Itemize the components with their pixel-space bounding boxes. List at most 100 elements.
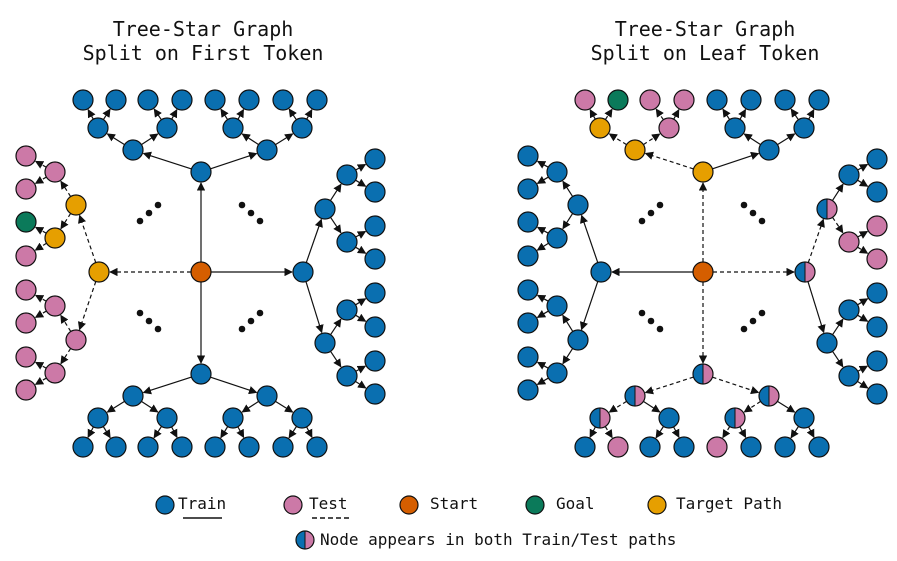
left-leaf-edge <box>536 160 549 169</box>
right-l2-edge <box>832 216 844 234</box>
top-leaf-node <box>72 89 94 111</box>
left-leaf-edge <box>34 175 47 184</box>
bottom-leaf-node <box>774 436 796 458</box>
left-l2-edge <box>60 180 72 197</box>
bottom-leaf-edge <box>102 426 111 439</box>
right-leaf-edge <box>355 245 367 254</box>
top-l2-edge <box>743 133 761 146</box>
top-leaf-node <box>204 89 226 111</box>
right-mid-node <box>816 332 838 354</box>
left-mid-node <box>65 329 87 351</box>
top-leaf-edge <box>722 108 731 120</box>
right-leaf-node <box>866 282 888 304</box>
left-title-line1: Tree-Star Graph <box>113 17 294 41</box>
top-leaf-node <box>740 89 762 111</box>
left-leaf-edge <box>536 175 549 184</box>
right-l2-node <box>838 299 860 321</box>
top-l2-node <box>793 117 815 139</box>
legend-goal-node <box>525 495 545 515</box>
left-leaf-edge <box>34 309 47 318</box>
top-leaf-edge <box>102 108 111 120</box>
right-leaf-edge <box>355 178 367 187</box>
legend-train-node <box>155 495 175 515</box>
left-leaf-node <box>517 346 539 368</box>
left-leaf-node <box>517 211 539 233</box>
bottom-leaf-edge <box>790 426 800 439</box>
bottom-l2-node <box>793 407 815 429</box>
top-l2-edge <box>777 133 796 146</box>
left-leaf-node <box>517 379 539 401</box>
top-leaf-edge <box>87 108 96 120</box>
ellipsis-dots <box>740 309 766 333</box>
top-leaf-edge <box>806 108 815 120</box>
right-leaf-node <box>364 282 386 304</box>
right-leaf-node <box>866 148 888 170</box>
ellipsis-dots <box>740 201 766 225</box>
bottom-mid-node <box>758 385 780 407</box>
right-l2-edge <box>832 318 844 336</box>
top-leaf-edge <box>304 108 313 120</box>
bottom-mid-node <box>256 385 278 407</box>
left-leaf-node <box>15 279 37 301</box>
top-l2-edge <box>643 133 661 146</box>
ellipsis-dots <box>638 201 664 225</box>
bottom-leaf-edge <box>220 426 229 439</box>
right-leaf-node <box>866 248 888 270</box>
right-leaf-node <box>866 350 888 372</box>
legend-both-label: Node appears in both Train/Test paths <box>320 530 676 549</box>
legend-train-label: Train <box>178 494 226 513</box>
top-l2-edge <box>241 133 259 146</box>
ellipsis-dots <box>136 201 162 225</box>
legend-test-node <box>283 495 303 515</box>
right-leaf-node <box>364 248 386 270</box>
ellipsis-dots <box>638 309 664 333</box>
right-l2-node <box>336 231 358 253</box>
top-leaf-node <box>639 89 661 111</box>
right-leaf-edge <box>355 163 367 172</box>
right-leaf-node <box>364 350 386 372</box>
bottom-l2-edge <box>743 400 761 413</box>
left-mid-node <box>567 194 589 216</box>
right-l2-node <box>838 231 860 253</box>
bottom-l2-edge <box>777 400 796 413</box>
legend-target-label: Target Path <box>676 494 782 513</box>
left-leaf-edge <box>536 242 549 251</box>
right-leaf-node <box>364 316 386 338</box>
left-l2-node <box>44 362 66 384</box>
bottom-leaf-edge <box>236 426 245 439</box>
right-l2-edge <box>330 216 342 234</box>
right-mid-node <box>314 332 336 354</box>
right-graph <box>517 89 888 458</box>
top-l2-edge <box>141 133 159 146</box>
bottom-root-node <box>190 363 212 385</box>
left-leaf-node <box>517 279 539 301</box>
bottom-mid-node <box>624 385 646 407</box>
bottom-leaf-node <box>740 436 762 458</box>
bottom-leaf-edge <box>655 426 665 439</box>
bottom-l2-edge <box>141 400 159 413</box>
left-leaf-edge <box>536 309 549 318</box>
left-l2-node <box>44 161 66 183</box>
top-leaf-edge <box>655 108 664 121</box>
top-root-node <box>692 161 714 183</box>
right-l2-node <box>336 299 358 321</box>
top-mid-node <box>624 139 646 161</box>
right-l2-edge <box>329 183 342 201</box>
left-leaf-edge <box>34 361 47 370</box>
top-l2-edge <box>608 133 627 146</box>
left-l2-edge <box>60 348 72 365</box>
legend: Train Test Start Goal Target Path Node a… <box>155 494 782 550</box>
bottom-l2-edge <box>643 400 661 413</box>
top-leaf-node <box>306 89 328 111</box>
start-node <box>692 261 714 283</box>
bottom-leaf-edge <box>169 426 178 438</box>
left-leaf-node <box>15 178 37 200</box>
right-leaf-node <box>866 316 888 338</box>
bottom-leaf-edge <box>288 426 298 439</box>
left-leaf-node <box>15 145 37 167</box>
bottom-leaf-node <box>105 436 127 458</box>
left-leaf-node <box>15 346 37 368</box>
bottom-leaf-node <box>808 436 830 458</box>
bottom-leaf-node <box>204 436 226 458</box>
left-leaf-node <box>15 379 37 401</box>
